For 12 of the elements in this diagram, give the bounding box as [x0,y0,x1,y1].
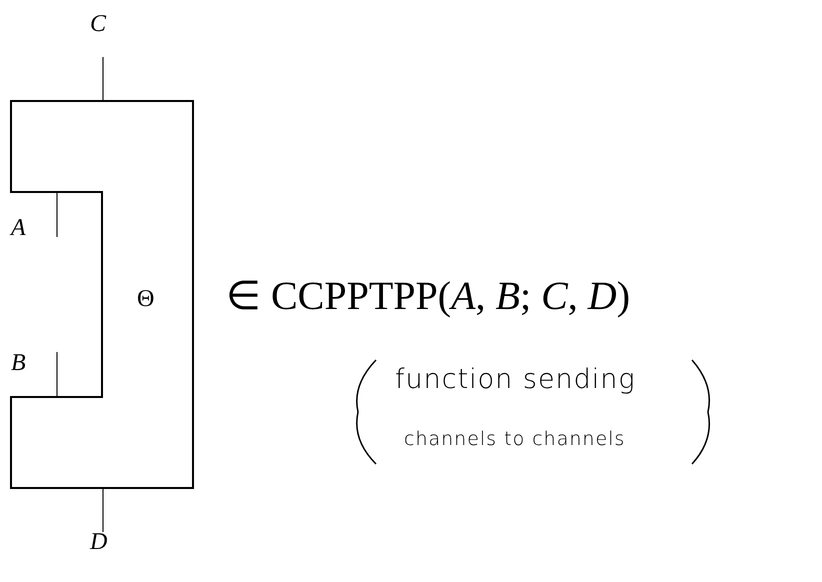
port-label: D [90,530,108,554]
handwritten-note: channels to channels [404,430,626,449]
wire [56,352,58,398]
wire [102,488,104,532]
port-label: B [11,351,26,375]
wire [102,56,104,102]
port-label: C [90,12,106,36]
math-expression: ∈ CCPPTPP(A, B; C, D) [226,276,630,316]
wire [56,192,58,238]
handwritten-note: function sending [395,366,636,393]
port-label: A [11,216,26,240]
node-label: Θ [137,287,154,311]
